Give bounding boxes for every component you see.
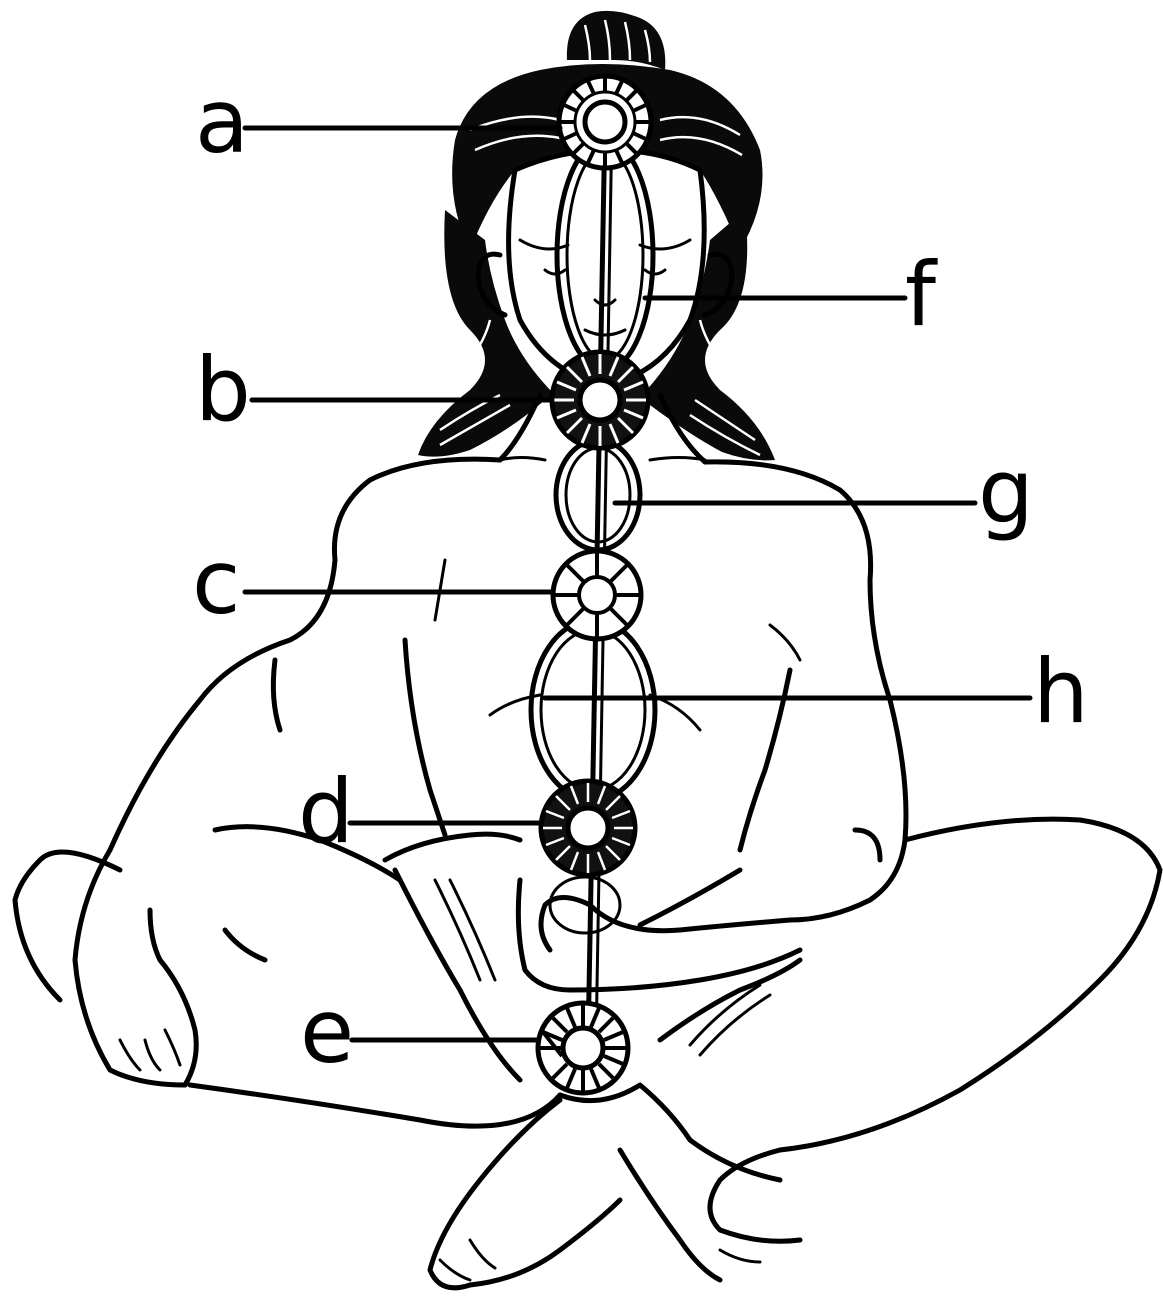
label-c: c xyxy=(192,531,240,634)
chakra-d xyxy=(541,781,635,875)
chakra-b xyxy=(552,352,648,448)
label-f: f xyxy=(905,243,938,346)
label-a: a xyxy=(195,70,249,173)
label-e: e xyxy=(300,980,354,1083)
chakra-a xyxy=(559,76,651,168)
label-h: h xyxy=(1033,640,1089,743)
label-g: g xyxy=(978,440,1034,543)
label-d: d xyxy=(298,760,354,863)
chakra-c xyxy=(553,551,641,639)
label-b: b xyxy=(195,338,251,441)
chakra-e xyxy=(538,1003,628,1093)
